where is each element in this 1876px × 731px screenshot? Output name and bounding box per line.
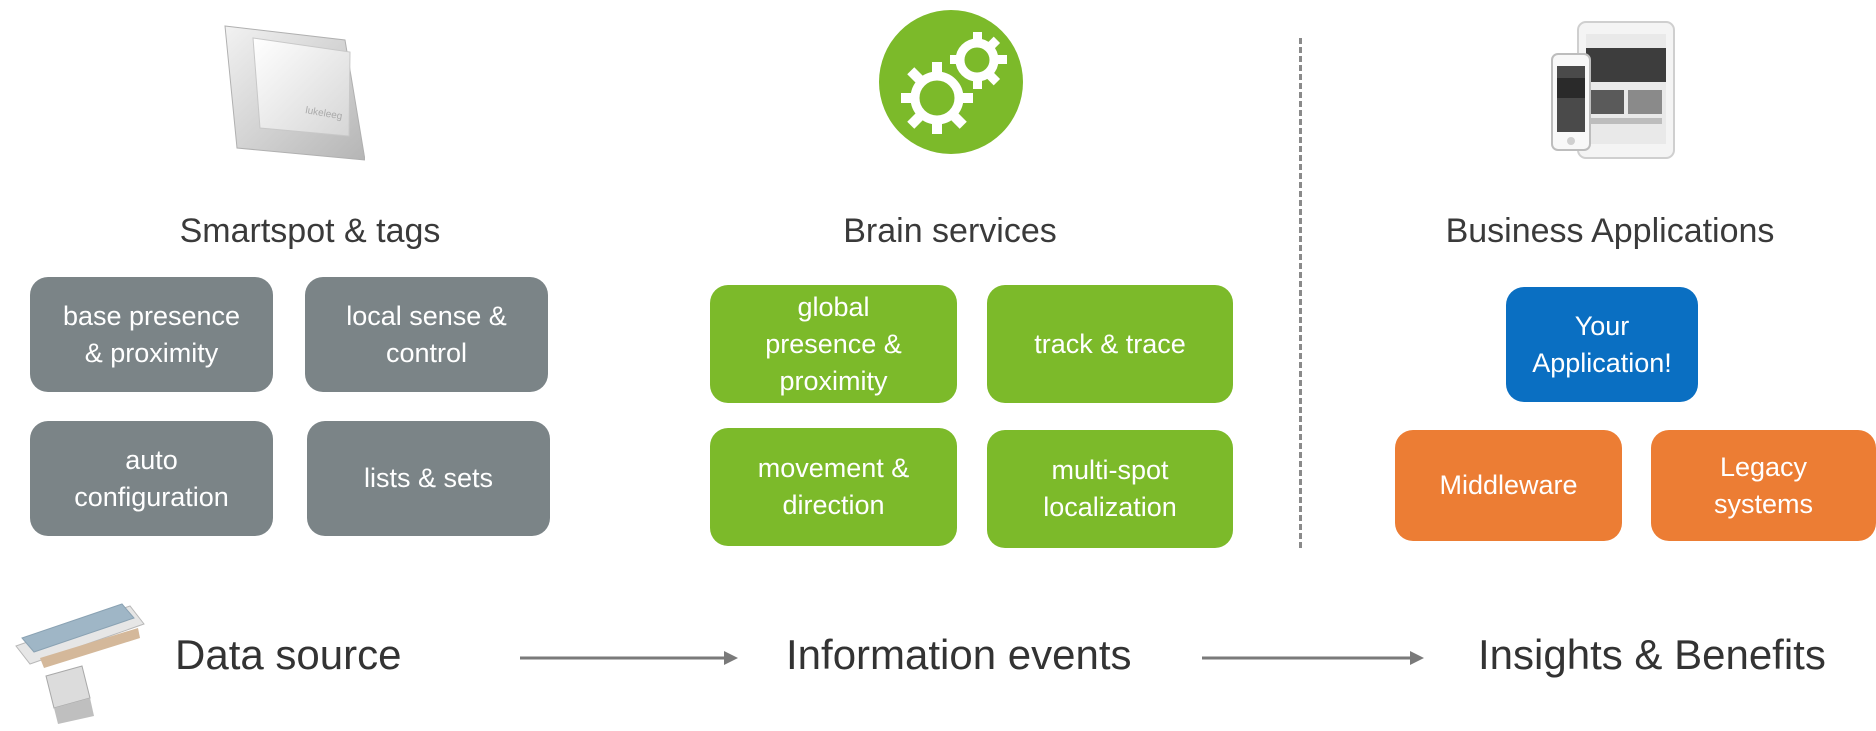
device-stack-icon	[10, 598, 150, 726]
box-multi-spot: multi-spot localization	[987, 430, 1233, 548]
box-lists-sets: lists & sets	[307, 421, 550, 536]
box-track-trace: track & trace	[987, 285, 1233, 403]
right-arrow-icon	[520, 648, 738, 668]
box-local-sense: local sense & control	[305, 277, 548, 392]
box-global-presence: global presence & proximity	[710, 285, 957, 403]
box-your-application: Your Application!	[1506, 287, 1698, 402]
flow-data-source: Data source	[175, 631, 402, 678]
box-auto-configuration: auto configuration	[30, 421, 273, 536]
smartspot-title: Smartspot & tags	[179, 212, 441, 250]
box-middleware: Middleware	[1395, 430, 1622, 541]
brain-title: Brain services	[843, 212, 1057, 250]
flow-insights-benefits: Insights & Benefits	[1478, 631, 1826, 678]
section-divider	[1299, 38, 1302, 548]
tablet-phone-icon	[1548, 18, 1678, 163]
gears-icon	[877, 8, 1025, 156]
box-movement-direction: movement & direction	[710, 428, 957, 546]
box-legacy-systems: Legacy systems	[1651, 430, 1876, 541]
box-base-presence: base presence & proximity	[30, 277, 273, 392]
smartspot-device-icon: lukeleeg	[215, 18, 366, 168]
flow-information-events: Information events	[786, 631, 1132, 678]
right-arrow-icon	[1202, 648, 1424, 668]
business-title: Business Applications	[1445, 212, 1775, 250]
